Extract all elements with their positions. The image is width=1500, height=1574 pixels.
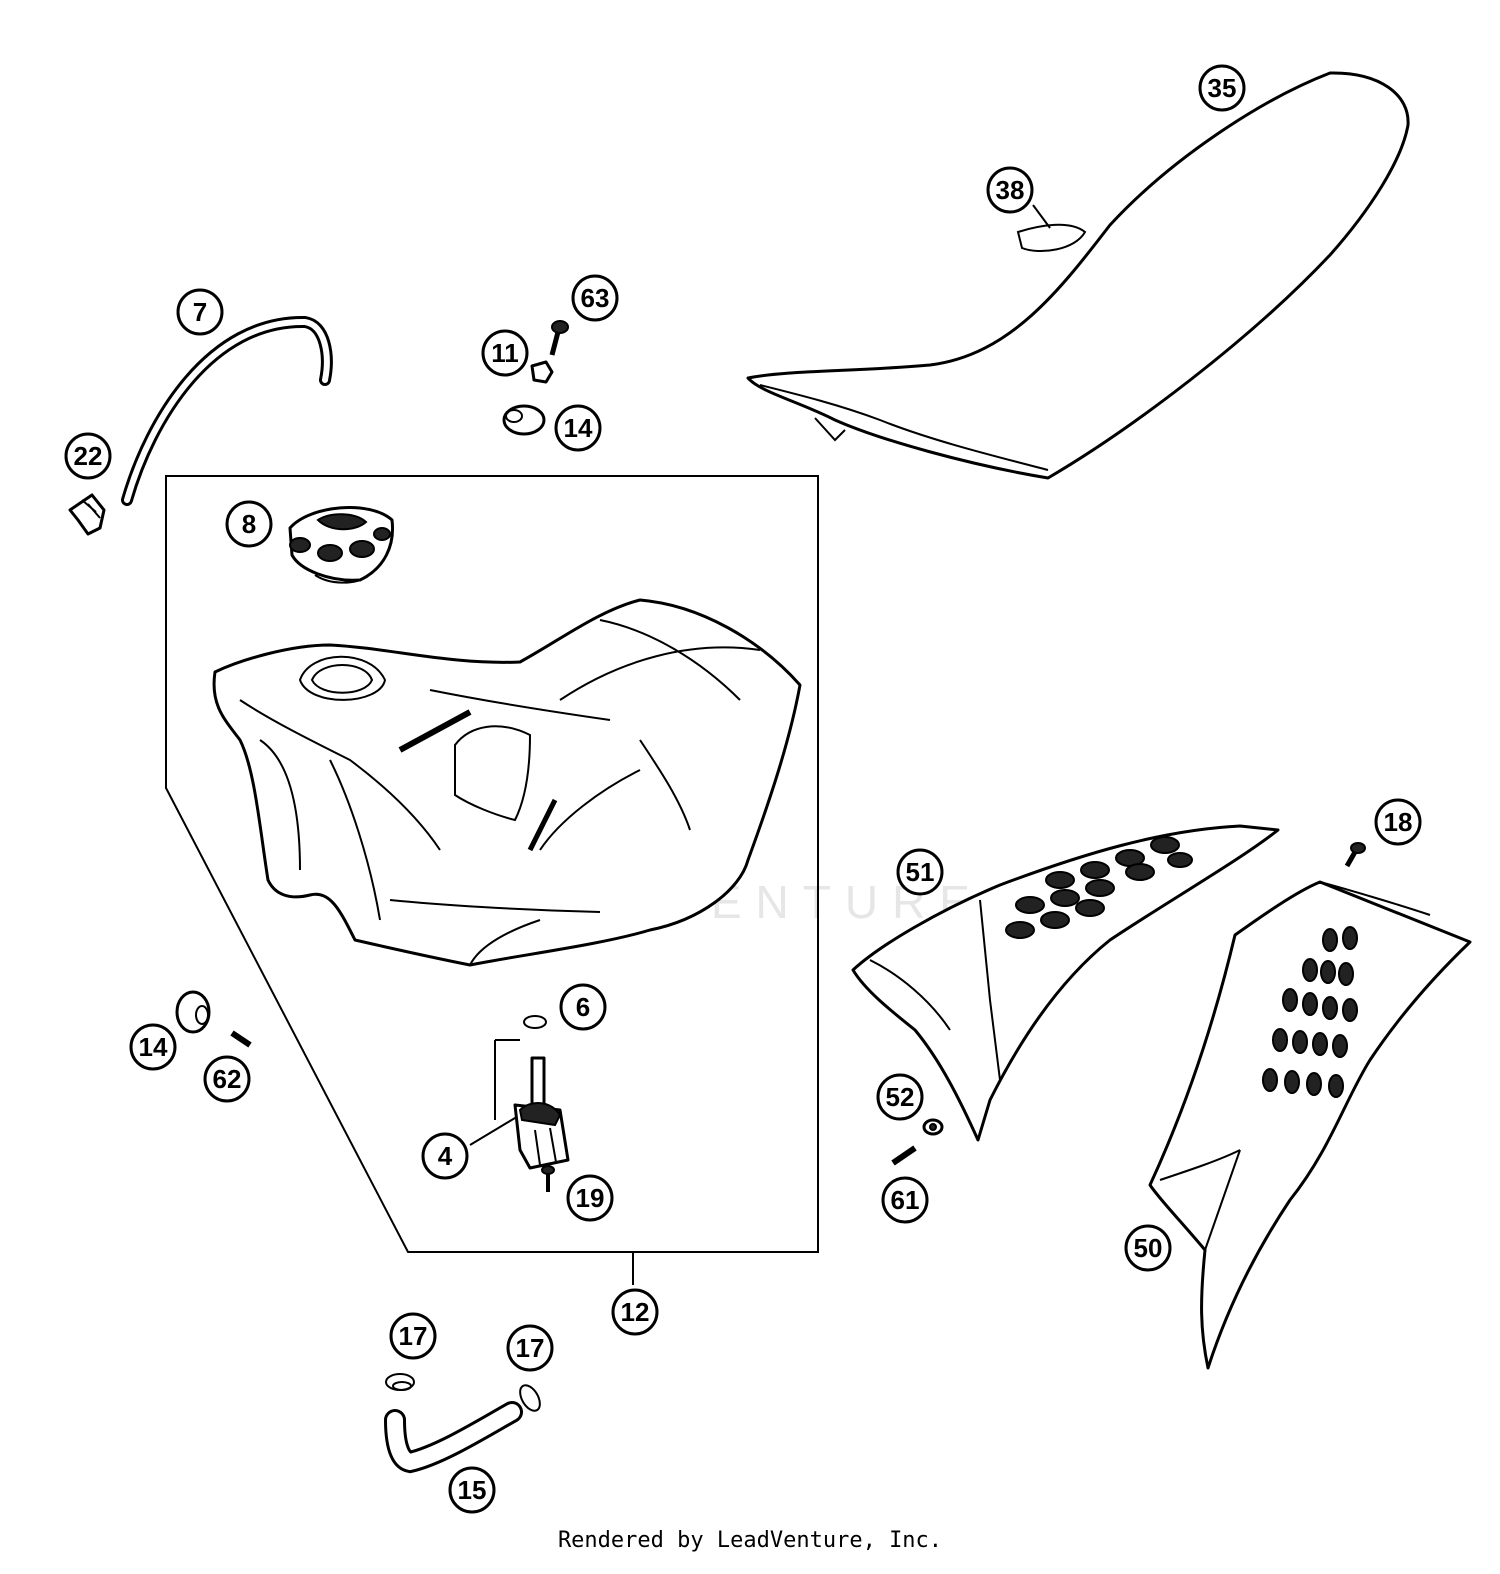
svg-text:14: 14 — [564, 413, 593, 443]
svg-text:35: 35 — [1208, 73, 1237, 103]
svg-text:7: 7 — [193, 297, 207, 327]
callout-6: 6 — [559, 983, 607, 1031]
valve-elbow-part — [68, 493, 106, 536]
clamp-17-left-part — [385, 1373, 415, 1391]
callout-50: 50 — [1124, 1224, 1172, 1272]
footer-credit: Rendered by LeadVenture, Inc. — [557, 1528, 943, 1553]
callout-7: 7 — [176, 288, 224, 336]
callout-52: 52 — [876, 1073, 924, 1121]
svg-text:38: 38 — [996, 175, 1025, 205]
svg-text:17: 17 — [399, 1321, 428, 1351]
callout-11: 11 — [481, 329, 529, 377]
nut-11-part — [530, 360, 554, 384]
bushing-14-lower-part — [175, 990, 211, 1034]
callout-8: 8 — [225, 500, 273, 548]
svg-text:50: 50 — [1134, 1233, 1163, 1263]
callout-14-lower: 14 — [129, 1023, 177, 1071]
svg-text:18: 18 — [1384, 807, 1413, 837]
bolt-63-part — [549, 320, 569, 356]
svg-text:19: 19 — [576, 1183, 605, 1213]
svg-text:6: 6 — [576, 992, 590, 1022]
svg-text:52: 52 — [886, 1082, 915, 1112]
svg-text:61: 61 — [891, 1185, 920, 1215]
svg-text:51: 51 — [906, 857, 935, 887]
callout-51: 51 — [896, 848, 944, 896]
svg-text:15: 15 — [458, 1475, 487, 1505]
bushing-14-top-part — [502, 404, 546, 436]
callout-38: 38 — [986, 166, 1034, 214]
svg-text:4: 4 — [438, 1141, 453, 1171]
svg-text:62: 62 — [213, 1064, 242, 1094]
svg-text:17: 17 — [516, 1333, 545, 1363]
shroud-51-part — [851, 824, 1280, 1142]
callout-17-left: 17 — [389, 1312, 437, 1360]
side-panel-50-vents — [1262, 926, 1358, 1098]
screw-19-part — [541, 1165, 555, 1192]
callout-35: 35 — [1198, 64, 1246, 112]
o-ring-6-part — [523, 1015, 547, 1029]
callout-4: 4 — [421, 1132, 469, 1180]
petcock-4-part — [513, 1056, 570, 1170]
clamp-17-right-part — [519, 1384, 541, 1412]
callout-61: 61 — [881, 1176, 929, 1224]
callout-17-right: 17 — [506, 1324, 554, 1372]
svg-text:14: 14 — [139, 1032, 168, 1062]
side-panel-50-part — [1148, 880, 1472, 1370]
assembly-frame — [165, 475, 819, 1253]
fuel-cap-part — [288, 506, 395, 584]
callout-63: 63 — [571, 274, 619, 322]
fuel-tank-part — [212, 598, 802, 967]
callout-22: 22 — [64, 432, 112, 480]
callout-62: 62 — [203, 1055, 251, 1103]
svg-text:63: 63 — [581, 283, 610, 313]
shroud-51-vents — [1005, 836, 1193, 939]
svg-text:11: 11 — [491, 338, 519, 368]
callout-12: 12 — [611, 1288, 659, 1336]
bolt-18-part — [1344, 842, 1366, 868]
seat-part — [746, 71, 1410, 480]
washer-52-part — [922, 1118, 944, 1136]
callout-18: 18 — [1374, 798, 1422, 846]
bolt-61-part — [891, 1145, 917, 1166]
svg-text:22: 22 — [74, 441, 103, 471]
callout-14-top: 14 — [554, 404, 602, 452]
callout-19: 19 — [566, 1174, 614, 1222]
bolt-62-part — [230, 1030, 252, 1048]
svg-text:8: 8 — [242, 509, 256, 539]
svg-text:12: 12 — [621, 1297, 650, 1327]
callout-15: 15 — [448, 1466, 496, 1514]
